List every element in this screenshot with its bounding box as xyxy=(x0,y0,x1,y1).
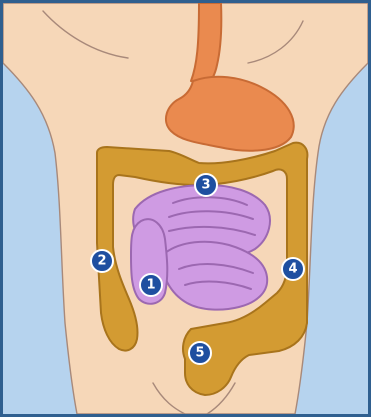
marker-5: 5 xyxy=(189,342,211,364)
marker-4: 4 xyxy=(282,258,304,280)
marker-2: 2 xyxy=(91,250,113,272)
marker-2-label: 2 xyxy=(97,254,106,269)
marker-3-label: 3 xyxy=(201,178,210,193)
marker-4-label: 4 xyxy=(288,262,297,277)
marker-1: 1 xyxy=(140,274,162,296)
digestive-system-diagram: 1 2 3 4 5 xyxy=(3,3,368,414)
marker-3: 3 xyxy=(195,174,217,196)
marker-1-label: 1 xyxy=(146,278,155,293)
marker-5-label: 5 xyxy=(195,346,204,361)
